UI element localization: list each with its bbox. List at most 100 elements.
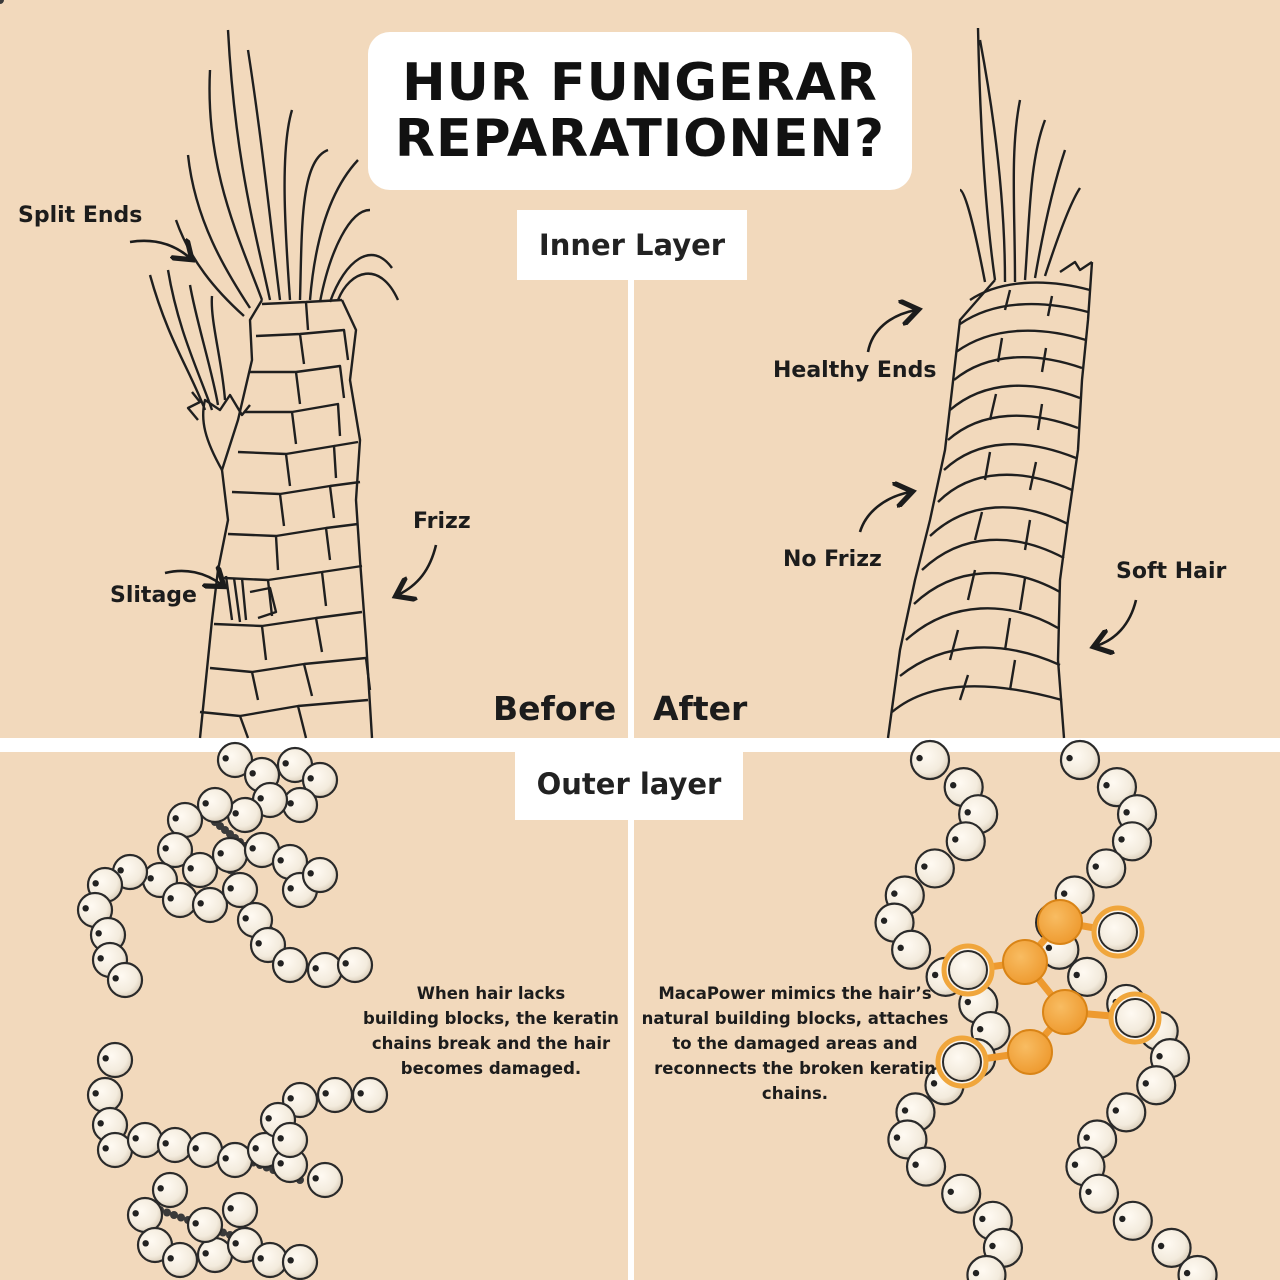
bead-dot — [232, 1240, 239, 1247]
keratin-bead — [1096, 767, 1138, 808]
bead-dot — [287, 800, 294, 807]
before-label: Before — [493, 689, 617, 728]
bead-dot — [167, 895, 174, 902]
outer-before-text: When hair lacks building blocks, the ker… — [360, 981, 622, 1081]
macapower-molecule — [1002, 939, 1048, 985]
keratin-bead — [1112, 1200, 1153, 1241]
bead-dot — [1118, 836, 1125, 843]
bead-dot — [1183, 1269, 1191, 1277]
keratin-bead — [909, 739, 951, 781]
keratin-bead — [221, 871, 259, 909]
keratin-bead — [336, 946, 374, 984]
bead-dot — [102, 1145, 109, 1152]
keratin-bead — [196, 786, 234, 824]
bead-dot — [202, 800, 209, 807]
bead-dot — [97, 1120, 104, 1127]
bead-dot — [192, 1145, 199, 1152]
outer-after-line-3: to the damaged areas and — [672, 1034, 918, 1053]
outer-before-line-2: building blocks, the keratin — [363, 1009, 619, 1028]
keratin-bead — [151, 1171, 189, 1209]
bead-dot — [930, 1080, 938, 1087]
bead-dot — [1066, 754, 1073, 762]
bead-dot — [1157, 1242, 1165, 1250]
keratin-bead — [945, 821, 986, 862]
outer-before-line-4: becomes damaged. — [400, 1059, 582, 1078]
keratin-bead — [181, 851, 219, 889]
bead-dot — [989, 1242, 996, 1250]
keratin-bead — [271, 1121, 309, 1159]
bead-dot — [307, 775, 314, 782]
bead-dot — [322, 1090, 329, 1097]
bead-dot — [252, 1145, 259, 1152]
keratin-bead — [316, 1076, 354, 1114]
repaired-keratin-chains — [0, 0, 1218, 1280]
bead-dot — [921, 863, 928, 870]
outer-after-line-1: MacaPower mimics the hair’s — [658, 984, 932, 1003]
macapower-molecule — [1007, 1029, 1053, 1075]
bead-dot — [964, 809, 971, 816]
bead-dot — [312, 965, 319, 972]
keratin-bead — [271, 946, 309, 984]
bead-dot — [162, 845, 169, 852]
bead-dot — [242, 915, 249, 922]
title-banner: HUR FUNGERAR REPARATIONEN? — [368, 32, 912, 190]
bead-dot — [1103, 782, 1110, 789]
keratin-bead — [156, 831, 194, 869]
bead-dot — [952, 836, 959, 843]
bead-dot — [1083, 1134, 1090, 1141]
bead-dot — [249, 845, 256, 852]
outer-before-line-1: When hair lacks — [416, 984, 566, 1003]
healthy-ends-arrow — [866, 310, 916, 353]
slitage-arrow — [164, 571, 222, 585]
outer-after-text: MacaPower mimics the hair’s natural buil… — [640, 981, 950, 1106]
bead-dot — [976, 1025, 984, 1033]
bead-dot — [880, 917, 888, 924]
keratin-bead — [301, 761, 339, 799]
bead-dot — [132, 1135, 139, 1142]
keratin-bead — [96, 1041, 134, 1079]
bead-dot — [282, 760, 289, 767]
broken-keratin-chains — [76, 741, 389, 1280]
bead-dot — [947, 1188, 954, 1195]
keratin-bead — [191, 886, 229, 924]
keratin-bead — [301, 856, 339, 894]
keratin-bead — [891, 929, 932, 970]
bead-dot — [1045, 944, 1053, 952]
bead-dot — [147, 875, 154, 882]
keratin-bead — [186, 1206, 224, 1244]
bead-dot — [92, 1090, 99, 1097]
keratin-bead — [914, 848, 955, 889]
bead-dot — [1142, 1080, 1149, 1087]
bead-dot — [249, 770, 256, 777]
bead-dot — [1071, 1161, 1079, 1168]
bead-dot — [265, 1115, 272, 1122]
keratin-bead — [905, 1146, 947, 1187]
attached-bead-core — [942, 1042, 982, 1082]
bead-dot — [232, 810, 239, 817]
bead-dot — [142, 1240, 149, 1247]
bead-dot — [897, 944, 904, 952]
keratin-bead — [106, 961, 144, 999]
bead-dot — [1092, 863, 1099, 870]
bond-dot — [170, 1211, 178, 1219]
bead-dot — [891, 890, 898, 897]
horizontal-divider — [0, 738, 1280, 752]
bead-dot — [1119, 1215, 1126, 1223]
bead-dot — [202, 1250, 209, 1257]
bead-dot — [1085, 1188, 1092, 1195]
bead-dot — [222, 755, 229, 762]
keratin-bead — [1086, 848, 1127, 889]
healthy-ends-label: Healthy Ends — [773, 358, 937, 383]
outer-after-line-4: reconnects the broken keratin — [654, 1059, 936, 1078]
macapower-molecule — [1037, 899, 1083, 945]
title-line-2: REPARATIONEN? — [394, 109, 886, 169]
frizz-arrow — [398, 544, 438, 595]
bead-dot — [287, 1095, 294, 1102]
keratin-bead — [1151, 1227, 1192, 1268]
bead-dot — [912, 1161, 919, 1168]
bead-dot — [287, 1257, 294, 1264]
bead-dot — [1073, 971, 1080, 979]
bead-dot — [197, 900, 204, 907]
bead-dot — [277, 857, 284, 864]
no-frizz-label: No Frizz — [783, 547, 882, 572]
